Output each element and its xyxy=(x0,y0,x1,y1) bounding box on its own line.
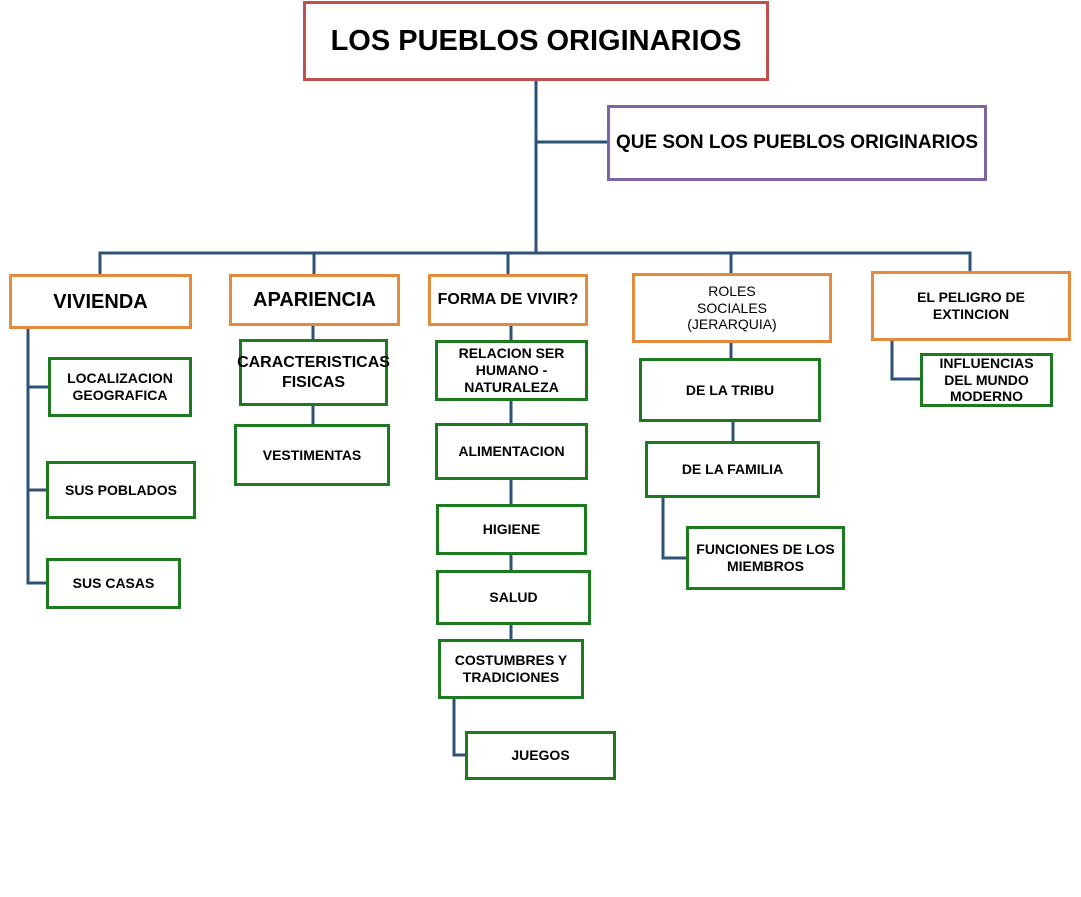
item-juegos: JUEGOS xyxy=(465,731,616,780)
item-caracteristicas-fisicas: CARACTERISTICAS FISICAS xyxy=(237,339,390,406)
item-localizacion-geografica: LOCALIZACION GEOGRAFICA xyxy=(48,357,192,417)
category-apariencia: APARIENCIA xyxy=(229,274,400,326)
item-de-la-familia: DE LA FAMILIA xyxy=(645,441,820,498)
diagram-title: LOS PUEBLOS ORIGINARIOS xyxy=(303,1,769,81)
category-vivienda: VIVIENDA xyxy=(9,274,192,329)
item-relacion-ser-humano-naturaleza: RELACION SER HUMANO - NATURALEZA xyxy=(435,340,588,401)
category-peligro-de-extincion: EL PELIGRO DE EXTINCION xyxy=(871,271,1071,341)
item-de-la-tribu: DE LA TRIBU xyxy=(639,358,821,422)
category-roles-sociales: ROLES SOCIALES (JERARQUIA) xyxy=(632,273,832,343)
intro-node: QUE SON LOS PUEBLOS ORIGINARIOS xyxy=(607,105,987,181)
item-vestimentas: VESTIMENTAS xyxy=(234,424,390,486)
item-sus-casas: SUS CASAS xyxy=(46,558,181,609)
item-alimentacion: ALIMENTACION xyxy=(435,423,588,480)
category-forma-de-vivir: FORMA DE VIVIR? xyxy=(428,274,588,326)
item-higiene: HIGIENE xyxy=(436,504,587,555)
item-sus-poblados: SUS POBLADOS xyxy=(46,461,196,519)
item-funciones-de-los-miembros: FUNCIONES DE LOS MIEMBROS xyxy=(686,526,845,590)
item-influencias-mundo-moderno: INFLUENCIAS DEL MUNDO MODERNO xyxy=(920,353,1053,407)
item-costumbres-y-tradiciones: COSTUMBRES Y TRADICIONES xyxy=(438,639,584,699)
item-salud: SALUD xyxy=(436,570,591,625)
